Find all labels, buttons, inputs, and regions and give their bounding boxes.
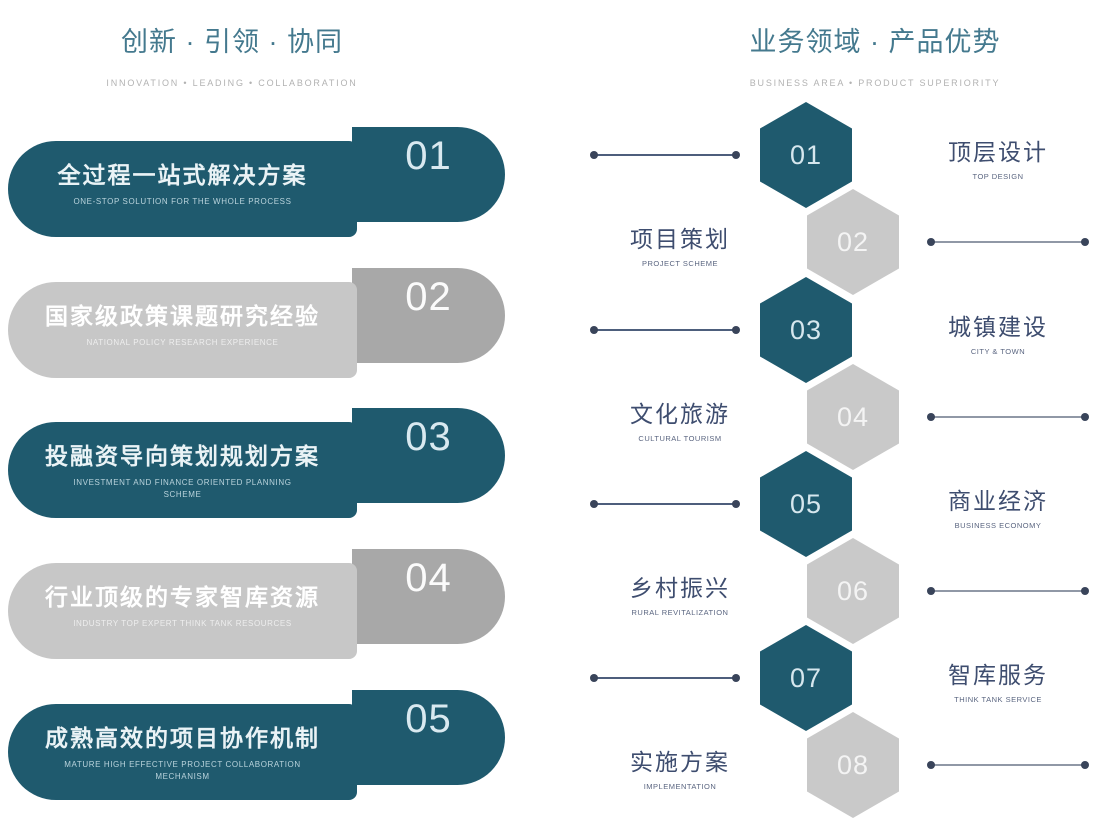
advantage-number-badge: 01 <box>352 127 505 222</box>
advantage-number: 05 <box>405 697 452 741</box>
business-label-zh: 文化旅游 <box>630 401 730 427</box>
advantage-title: 投融资导向策划规划方案 <box>45 443 320 469</box>
advantage-item: 02 国家级政策课题研究经验 NATIONAL POLICY RESEARCH … <box>0 268 520 380</box>
hexagon-icon: 04 <box>807 364 899 470</box>
business-label: 顶层设计 TOP DESIGN <box>913 138 1083 181</box>
business-label-zh: 智库服务 <box>948 662 1048 688</box>
hexagon-icon: 06 <box>807 538 899 644</box>
business-label: 乡村振兴 RURAL REVITALIZATION <box>595 574 765 617</box>
left-section-title: 创新 · 引领 · 协同 <box>121 27 343 57</box>
hexagon-icon: 07 <box>760 625 852 731</box>
connector-line <box>590 326 740 334</box>
advantage-subtitle: ONE-STOP SOLUTION FOR THE WHOLE PROCESS <box>73 197 292 206</box>
advantage-pill: 全过程一站式解决方案 ONE-STOP SOLUTION FOR THE WHO… <box>8 141 357 237</box>
advantage-number-badge: 04 <box>352 549 505 644</box>
advantage-pill: 成熟高效的项目协作机制 MATURE HIGH EFFECTIVE PROJEC… <box>8 704 357 800</box>
business-label-en: IMPLEMENTATION <box>643 782 717 791</box>
business-label-zh: 乡村振兴 <box>630 575 730 601</box>
connector-line <box>927 587 1089 595</box>
hexagon-number: 01 <box>789 139 823 170</box>
advantage-title: 国家级政策课题研究经验 <box>45 303 320 329</box>
right-section-header: 业务领域 · 产品优势 BUSINESS AREA • PRODUCT SUPE… <box>675 26 1075 88</box>
business-label-zh: 实施方案 <box>630 749 730 775</box>
left-section-subtitle: INNOVATION • LEADING • COLLABORATION <box>106 78 358 88</box>
hexagon-icon: 03 <box>760 277 852 383</box>
advantage-title: 全过程一站式解决方案 <box>57 162 308 188</box>
business-label: 文化旅游 CULTURAL TOURISM <box>595 400 765 443</box>
connector-line <box>927 238 1089 246</box>
advantage-subtitle: INVESTMENT AND FINANCE ORIENTED PLANNING… <box>73 478 292 499</box>
advantage-item: 01 全过程一站式解决方案 ONE-STOP SOLUTION FOR THE … <box>0 127 520 239</box>
advantage-subtitle: MATURE HIGH EFFECTIVE PROJECT COLLABORAT… <box>64 760 301 781</box>
hexagon-number: 06 <box>836 575 870 606</box>
advantage-number: 04 <box>405 556 452 600</box>
business-label: 项目策划 PROJECT SCHEME <box>595 225 765 268</box>
business-label-en: CULTURAL TOURISM <box>638 434 722 443</box>
hexagon-icon: 05 <box>760 451 852 557</box>
hexagon-number: 05 <box>789 488 823 519</box>
connector-line <box>590 500 740 508</box>
business-label: 智库服务 THINK TANK SERVICE <box>913 661 1083 704</box>
business-label-zh: 项目策划 <box>630 226 730 252</box>
business-label-en: THINK TANK SERVICE <box>954 695 1042 704</box>
right-section-subtitle: BUSINESS AREA • PRODUCT SUPERIORITY <box>749 78 1001 88</box>
connector-line <box>590 151 740 159</box>
right-section-title: 业务领域 · 产品优势 <box>749 27 1001 57</box>
advantage-pill: 行业顶级的专家智库资源 INDUSTRY TOP EXPERT THINK TA… <box>8 563 357 659</box>
hexagon-number: 08 <box>836 749 870 780</box>
hexagon-number: 04 <box>836 401 870 432</box>
hexagon-icon: 02 <box>807 189 899 295</box>
advantage-number: 03 <box>405 415 452 459</box>
business-label: 城镇建设 CITY & TOWN <box>913 313 1083 356</box>
business-label: 商业经济 BUSINESS ECONOMY <box>913 487 1083 530</box>
advantage-number: 01 <box>405 134 452 178</box>
business-label-zh: 城镇建设 <box>948 314 1048 340</box>
advantage-item: 04 行业顶级的专家智库资源 INDUSTRY TOP EXPERT THINK… <box>0 549 520 661</box>
advantage-number: 02 <box>405 275 452 319</box>
business-label-zh: 商业经济 <box>948 488 1048 514</box>
advantage-number-badge: 05 <box>352 690 505 785</box>
business-label: 实施方案 IMPLEMENTATION <box>595 748 765 791</box>
left-section-header: 创新 · 引领 · 协同 INNOVATION • LEADING • COLL… <box>32 26 432 88</box>
advantage-pill: 投融资导向策划规划方案 INVESTMENT AND FINANCE ORIEN… <box>8 422 357 518</box>
business-label-zh: 顶层设计 <box>948 139 1048 165</box>
advantage-title: 行业顶级的专家智库资源 <box>45 584 320 610</box>
business-label-en: PROJECT SCHEME <box>641 259 719 268</box>
advantage-subtitle: NATIONAL POLICY RESEARCH EXPERIENCE <box>86 338 279 347</box>
hexagon-number: 02 <box>836 226 870 257</box>
connector-line <box>590 674 740 682</box>
connector-line <box>927 761 1089 769</box>
business-label-en: RURAL REVITALIZATION <box>631 608 729 617</box>
hexagon-number: 07 <box>789 662 823 693</box>
hexagon-icon: 01 <box>760 102 852 208</box>
hexagon-icon: 08 <box>807 712 899 818</box>
advantage-pill: 国家级政策课题研究经验 NATIONAL POLICY RESEARCH EXP… <box>8 282 357 378</box>
hexagon-number: 03 <box>789 314 823 345</box>
advantage-number-badge: 03 <box>352 408 505 503</box>
business-label-en: TOP DESIGN <box>972 172 1024 181</box>
advantage-subtitle: INDUSTRY TOP EXPERT THINK TANK RESOURCES <box>73 619 292 628</box>
business-label-en: CITY & TOWN <box>970 347 1026 356</box>
connector-line <box>927 413 1089 421</box>
advantage-number-badge: 02 <box>352 268 505 363</box>
advantage-title: 成熟高效的项目协作机制 <box>45 725 320 751</box>
business-label-en: BUSINESS ECONOMY <box>954 521 1042 530</box>
advantage-item: 03 投融资导向策划规划方案 INVESTMENT AND FINANCE OR… <box>0 408 520 520</box>
advantage-item: 05 成熟高效的项目协作机制 MATURE HIGH EFFECTIVE PRO… <box>0 690 520 802</box>
